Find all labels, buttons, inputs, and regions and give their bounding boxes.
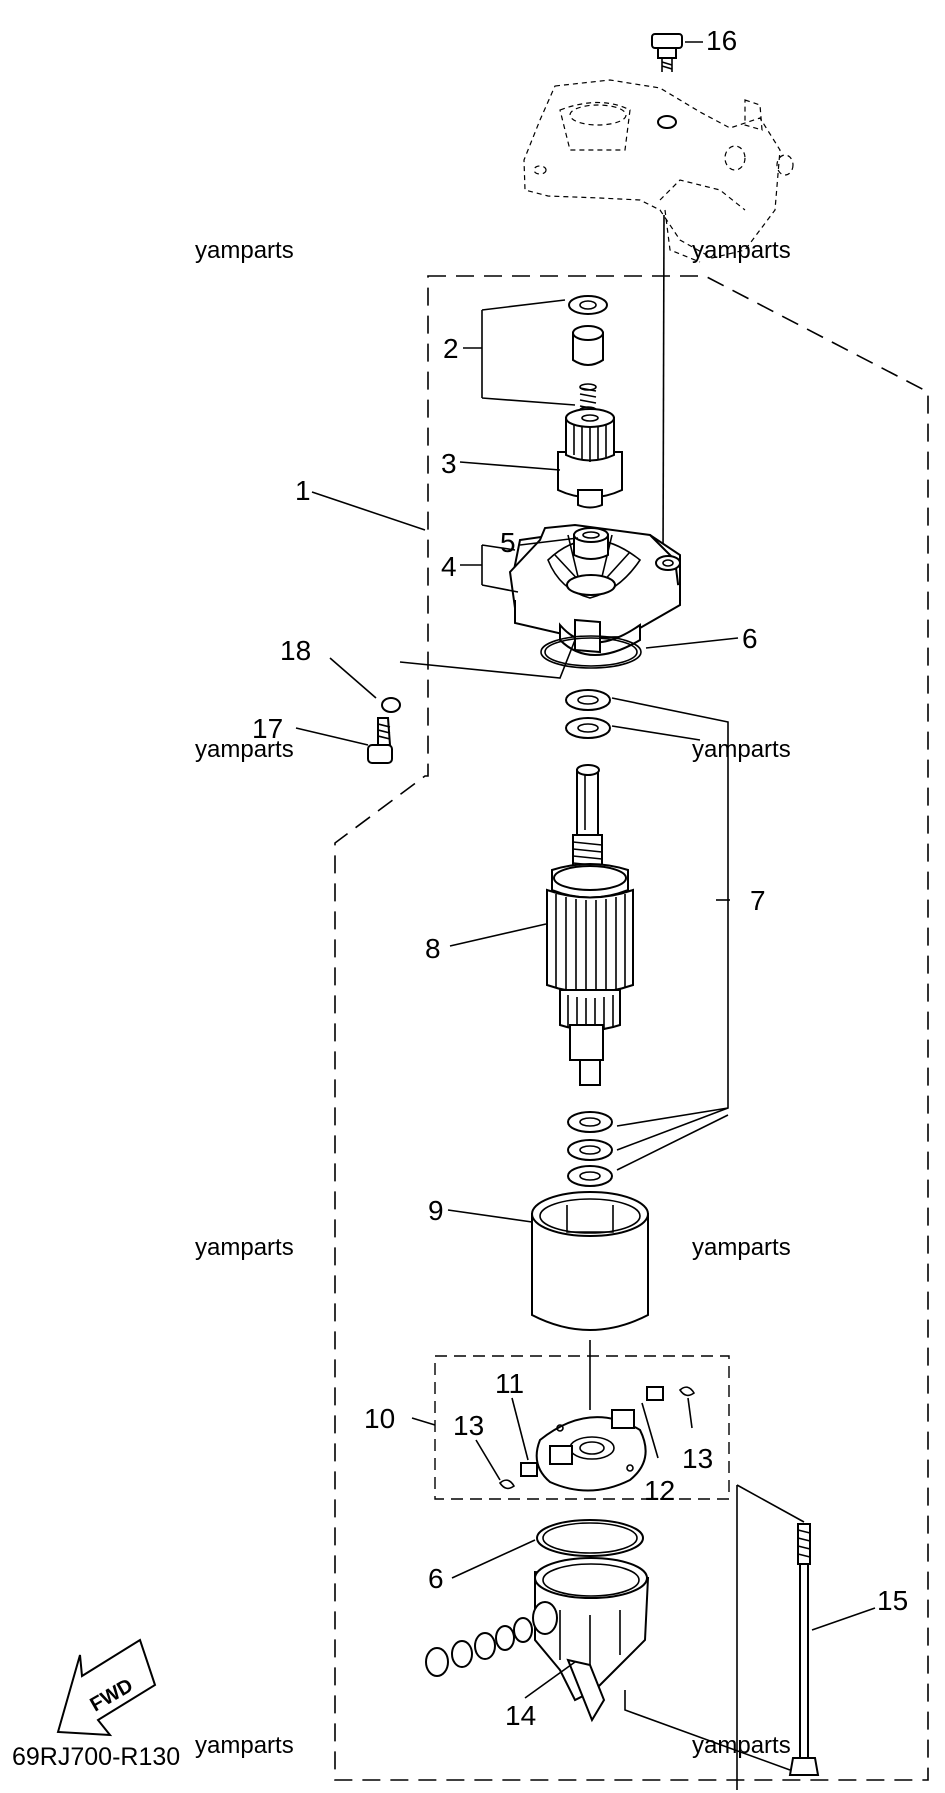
callout-5: 5 xyxy=(500,527,516,558)
catalog-code: 69RJ700-R130 xyxy=(12,1743,180,1771)
callout-2: 2 xyxy=(443,333,459,364)
watermark: yamparts xyxy=(195,1732,294,1759)
callout-8: 8 xyxy=(425,933,441,964)
through-bolt xyxy=(788,1523,820,1776)
callout-18: 18 xyxy=(280,635,311,666)
watermark: yamparts xyxy=(195,1234,294,1261)
callout-7: 7 xyxy=(750,885,766,916)
callout-3: 3 xyxy=(441,448,457,479)
o-ring-upper xyxy=(540,635,642,669)
front-bushing xyxy=(573,527,609,560)
armature xyxy=(546,764,634,1086)
bolt-16 xyxy=(651,33,683,72)
engine-bracket xyxy=(523,79,794,263)
brush-spring-left xyxy=(498,1479,516,1490)
watermark: yamparts xyxy=(692,1234,791,1261)
callout-15: 15 xyxy=(877,1585,908,1616)
callout-1: 1 xyxy=(295,475,311,506)
callout-10: 10 xyxy=(364,1403,395,1434)
stopper-collar xyxy=(572,325,604,366)
callout-11: 11 xyxy=(495,1368,524,1399)
callout-16: 16 xyxy=(706,25,737,56)
washer-set-upper-2 xyxy=(565,717,611,739)
callout-17: 17 xyxy=(252,713,283,744)
assembly-boundary xyxy=(334,275,929,1781)
callout-13-left: 13 xyxy=(453,1410,484,1441)
brush-holder-subassembly-box xyxy=(434,1355,730,1500)
terminal-nuts xyxy=(425,1617,533,1677)
washer-set-upper-1 xyxy=(565,689,611,711)
watermark: yamparts xyxy=(195,237,294,264)
stopper-washer xyxy=(568,295,608,315)
callout-14: 14 xyxy=(505,1700,536,1731)
watermark: yamparts xyxy=(195,736,294,763)
fwd-arrow: FWD xyxy=(56,1638,157,1737)
yoke xyxy=(531,1191,649,1331)
watermark: yamparts xyxy=(692,237,791,264)
callout-6-lower: 6 xyxy=(428,1563,444,1594)
watermark: yamparts xyxy=(692,1732,791,1759)
brush-11 xyxy=(520,1462,538,1477)
washer-set-lower-3 xyxy=(567,1165,613,1187)
watermark: yamparts xyxy=(692,736,791,763)
callout-12: 12 xyxy=(644,1475,675,1506)
brush-holder xyxy=(535,1409,647,1492)
callout-13-right: 13 xyxy=(682,1443,713,1474)
screw-17 xyxy=(367,717,393,764)
callout-4: 4 xyxy=(441,551,457,582)
pinion-gear xyxy=(557,408,623,509)
washer-set-lower-2 xyxy=(567,1139,613,1161)
rear-cover xyxy=(532,1557,650,1723)
brush-12 xyxy=(646,1386,664,1401)
washer-18 xyxy=(381,697,401,713)
washer-under-bolt-16 xyxy=(657,115,677,129)
washer-set-lower-1 xyxy=(567,1111,613,1133)
o-ring-lower xyxy=(536,1519,644,1557)
callout-6-upper: 6 xyxy=(742,623,758,654)
callout-9: 9 xyxy=(428,1195,444,1226)
brush-spring-right xyxy=(678,1386,696,1397)
front-housing xyxy=(508,523,682,656)
